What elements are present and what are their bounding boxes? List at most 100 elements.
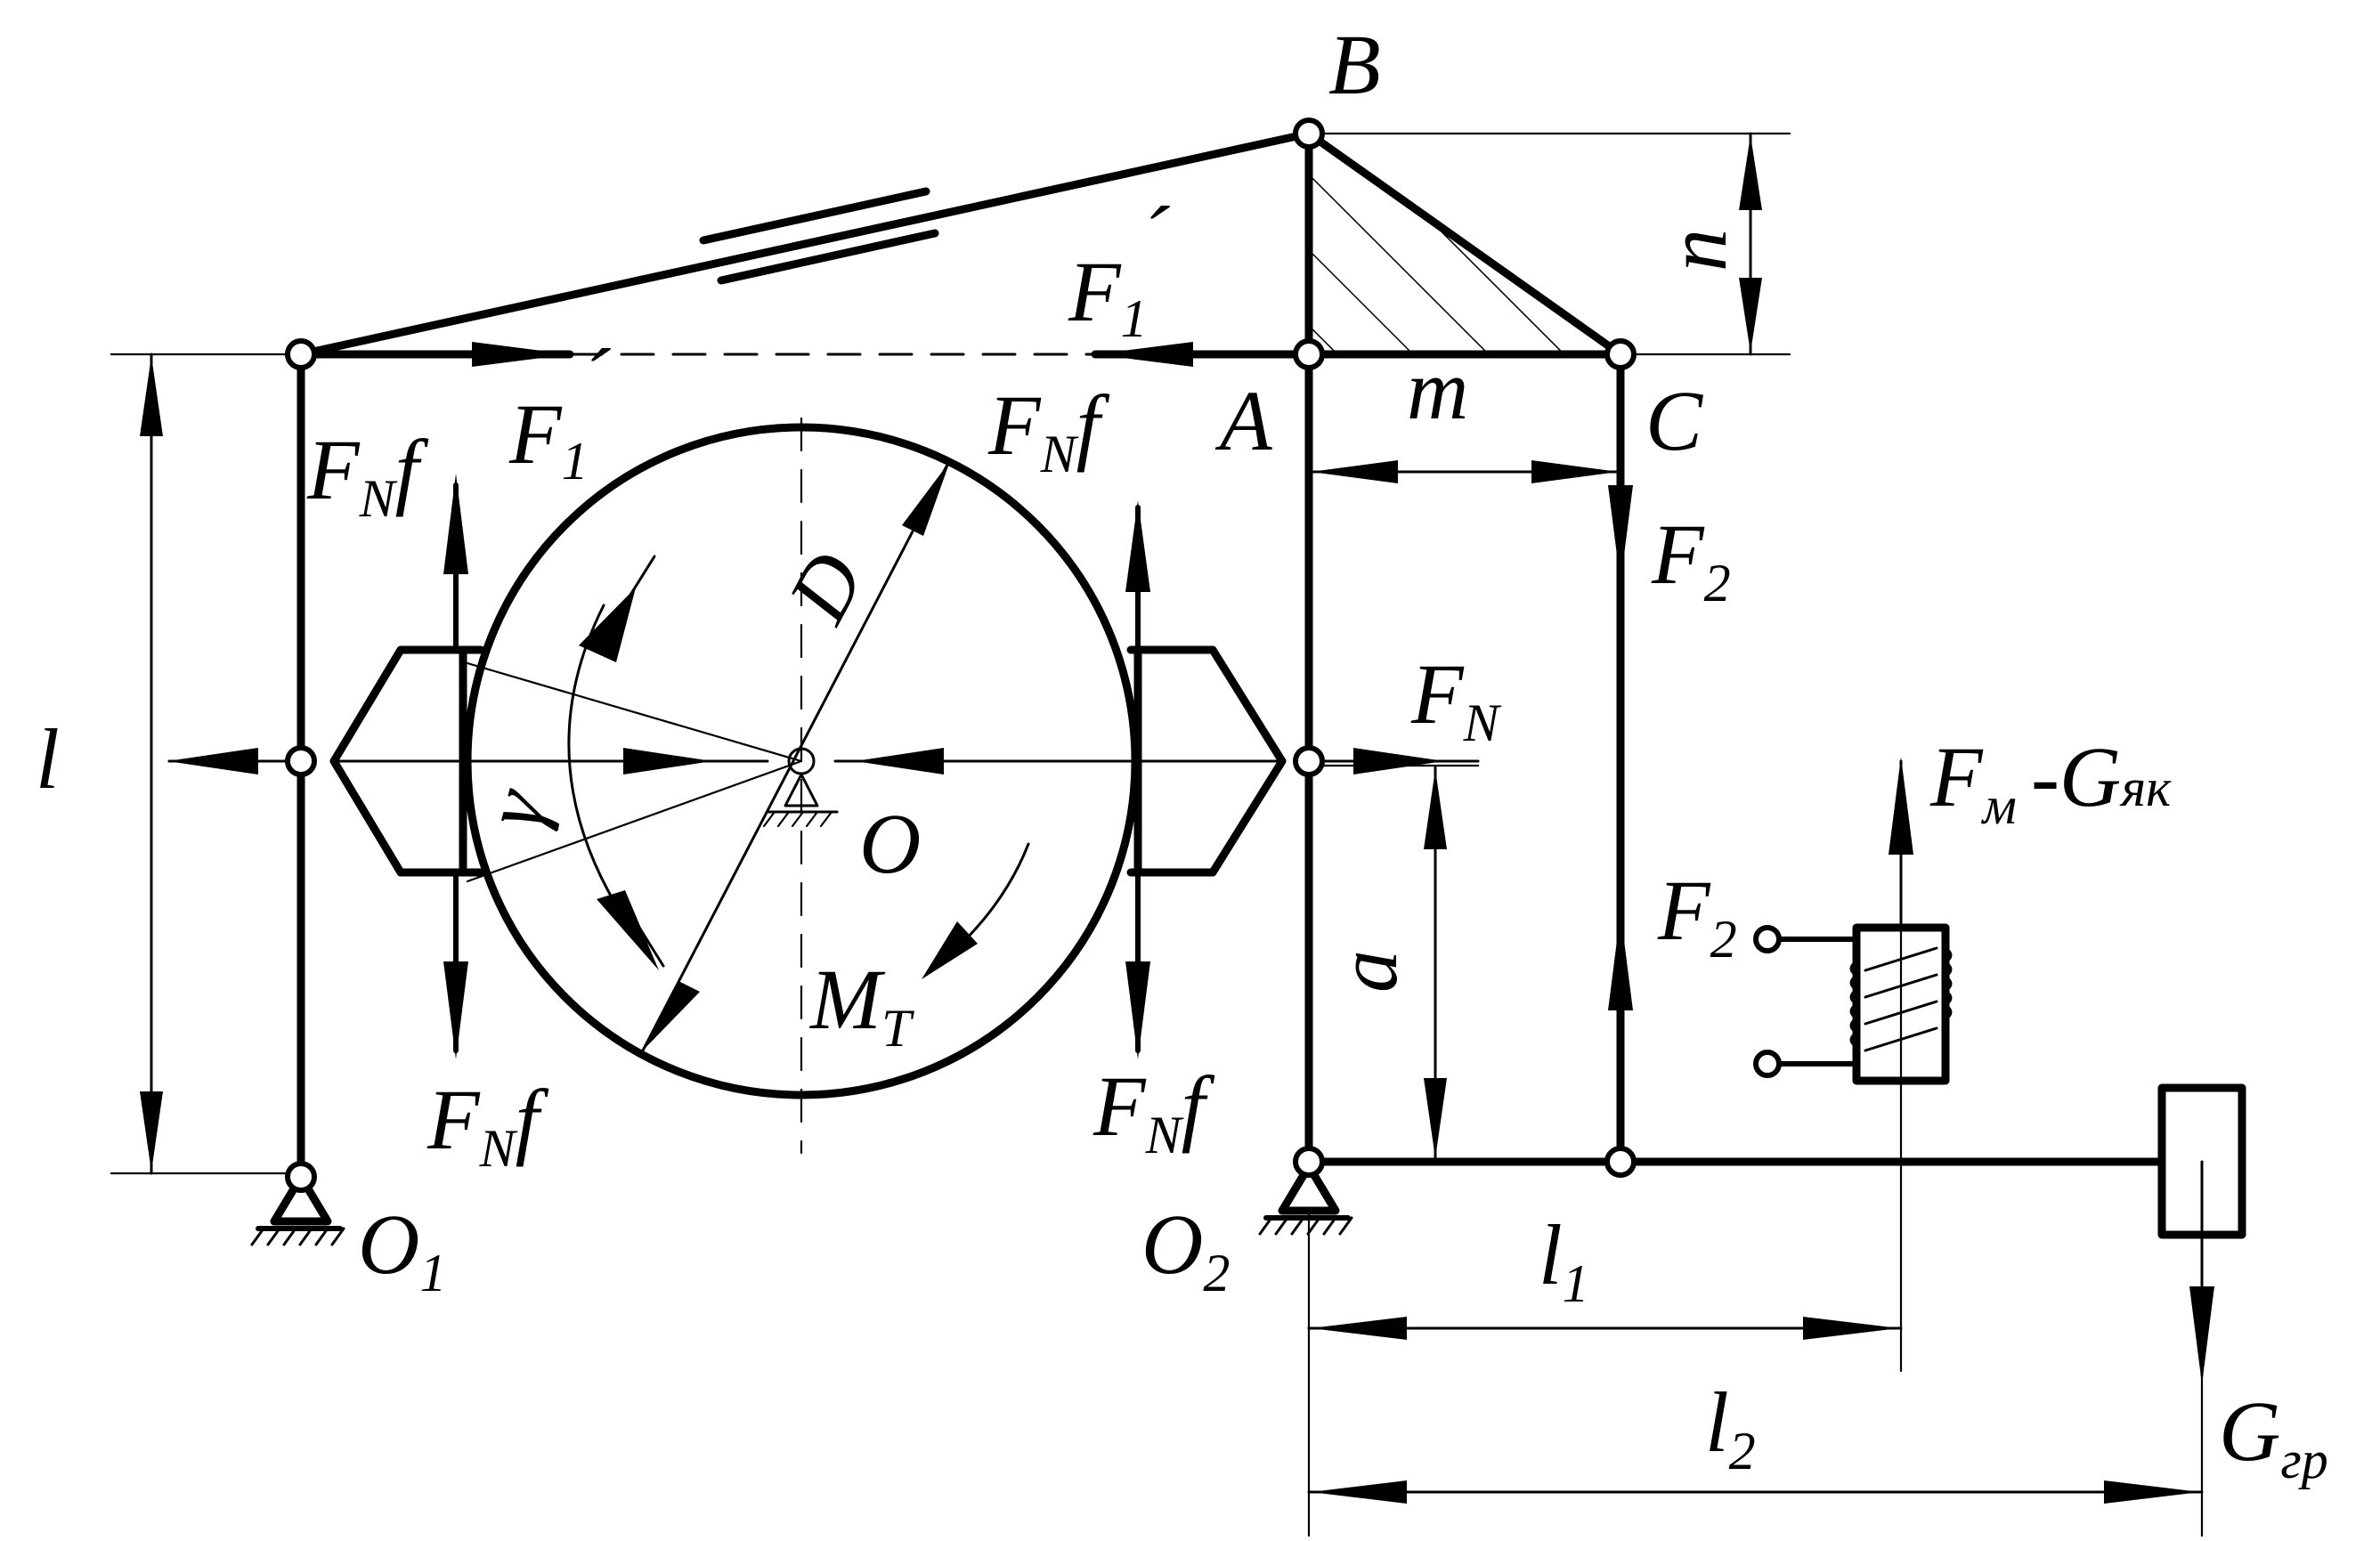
joint-right-shoe <box>1293 745 1325 777</box>
friction-left-down-arrow <box>443 961 468 1059</box>
gamma-arrow-top-shaft <box>605 555 656 634</box>
label-Fm-Gyak: Fм-Gяк <box>1929 729 2172 835</box>
label-F1-left-prime: ´ <box>581 331 612 426</box>
label-FN-F: F <box>1410 646 1465 742</box>
dim-l-arrow-bottom <box>140 1091 163 1172</box>
gamma-ray-lower <box>466 759 803 883</box>
label-FNf-top-left: FNf <box>306 422 429 528</box>
label-FNf-br-f: f <box>1182 1058 1215 1154</box>
force-F2-down-arrow <box>1608 485 1633 583</box>
weight-force-arrow <box>2189 1286 2214 1384</box>
label-FNf-top-right: FNf <box>987 377 1110 483</box>
label-n: n <box>1649 229 1744 272</box>
dim-m-arrow-right <box>1531 460 1619 483</box>
dim-l2-arrow-right <box>2104 1480 2200 1504</box>
label-Fm-sub: м <box>1981 776 2017 835</box>
friction-right-down-arrow <box>1125 961 1150 1059</box>
joint-lever-rod <box>1604 1146 1637 1178</box>
braking-torque-arrowhead <box>922 921 978 979</box>
label-FNf-br-N: N <box>1145 1106 1184 1164</box>
diameter-arrow-upper <box>902 461 950 536</box>
dim-a-arrow-top <box>1424 769 1447 849</box>
force-FN-left-inward-arrow <box>623 748 712 775</box>
label-O1-sub: 1 <box>419 1244 446 1302</box>
dim-n-arrow-bottom <box>1739 278 1762 353</box>
label-FNf-tr-N: N <box>1040 425 1079 483</box>
label-l1-sub: 1 <box>1563 1254 1589 1313</box>
label-FNf-tl-F: F <box>306 422 361 517</box>
label-O2-main: O <box>1141 1196 1203 1292</box>
label-F2-lower-F: F <box>1657 863 1711 958</box>
dim-l1-arrow-right <box>1803 1317 1899 1340</box>
left-support-hatching <box>250 1227 345 1246</box>
left-support-triangle <box>270 1172 332 1226</box>
label-FNf-bl-N: N <box>479 1119 518 1178</box>
label-FNf-tl-N: N <box>359 469 398 528</box>
label-l: l <box>36 711 60 807</box>
joint-A <box>1293 338 1325 370</box>
coil-terminal-top <box>1753 925 1782 953</box>
joint-O2 <box>1293 1146 1325 1178</box>
friction-right-up-arrow <box>1125 500 1150 592</box>
joint-C <box>1604 338 1637 370</box>
label-l2-main: l <box>1705 1375 1729 1470</box>
label-O2-sub: 2 <box>1203 1244 1230 1302</box>
label-Gyak-sub: як <box>2119 758 2172 817</box>
label-l1-main: l <box>1539 1207 1563 1302</box>
label-F1-top-sub: 1 <box>1121 289 1148 348</box>
force-F1-right-arrow <box>1095 342 1193 367</box>
label-l2-sub: 2 <box>1729 1422 1756 1480</box>
friction-left-up-arrow <box>443 474 468 574</box>
label-Gyak-G: -G <box>2031 729 2121 824</box>
label-F1-top-F: F <box>1068 244 1122 339</box>
force-FN-right-inward-arrow <box>855 748 944 775</box>
label-O1: O1 <box>358 1196 446 1302</box>
spring-mark-1 <box>699 187 930 245</box>
force-F1-left-arrow <box>472 342 570 367</box>
label-B: B <box>1328 17 1381 112</box>
dim-l-arrow-top <box>140 356 163 436</box>
label-FNf-bl-f: f <box>516 1072 549 1167</box>
label-FNf-tl-f: f <box>395 422 429 517</box>
label-F2-lower-sub: 2 <box>1710 910 1737 969</box>
label-FN-sub: N <box>1463 693 1502 752</box>
force-FN-right-outward-arrow <box>1353 748 1444 775</box>
gamma-ray-upper <box>466 661 803 763</box>
drum-center-hatching <box>762 810 833 828</box>
dim-a-arrow-bottom <box>1424 1078 1447 1158</box>
drum-center-support <box>784 773 819 807</box>
label-F1-left-F: F <box>508 386 563 482</box>
label-FNf-bl-F: F <box>426 1072 481 1167</box>
force-F2-up-arrow <box>1608 912 1633 1010</box>
gamma-arc-arrow-bottom <box>597 890 659 970</box>
label-FNf-bottom-right: FNf <box>1093 1058 1215 1164</box>
dim-n-arrow-top <box>1739 135 1762 210</box>
dim-l1-arrow-left <box>1311 1317 1407 1340</box>
coil-terminal-bottom <box>1753 1050 1782 1078</box>
label-F1-top-prime: ´ <box>1141 189 1171 284</box>
diameter-arrow-lower <box>641 981 700 1052</box>
label-l2: l2 <box>1705 1375 1756 1480</box>
label-FN: FN <box>1410 646 1502 752</box>
label-O2: O2 <box>1141 1196 1230 1302</box>
label-gamma: γ <box>465 778 566 837</box>
label-Ggr: Gгр <box>2219 1383 2328 1489</box>
label-A: A <box>1214 373 1272 468</box>
label-a: a <box>1320 950 1415 993</box>
label-MT-T: T <box>881 999 914 1058</box>
joint-O1 <box>285 1161 317 1193</box>
label-F1-prime-top: F1´ <box>1068 189 1171 348</box>
label-MT: MT <box>808 952 914 1058</box>
joint-B <box>1293 118 1325 150</box>
label-F2-upper: F2 <box>1651 507 1731 612</box>
force-FN-left-outward-arrow <box>167 748 258 775</box>
label-Fm-F: F <box>1929 729 1984 824</box>
label-F1-left-sub: 1 <box>562 432 589 491</box>
spring-mark-2 <box>717 229 939 285</box>
label-O1-main: O <box>358 1196 419 1292</box>
label-C: C <box>1645 373 1703 468</box>
label-MT-M: M <box>808 952 886 1047</box>
label-F1-prime-left: F1 ´ <box>508 331 612 491</box>
label-F2-upper-F: F <box>1651 507 1705 602</box>
label-F2-upper-sub: 2 <box>1704 554 1731 612</box>
